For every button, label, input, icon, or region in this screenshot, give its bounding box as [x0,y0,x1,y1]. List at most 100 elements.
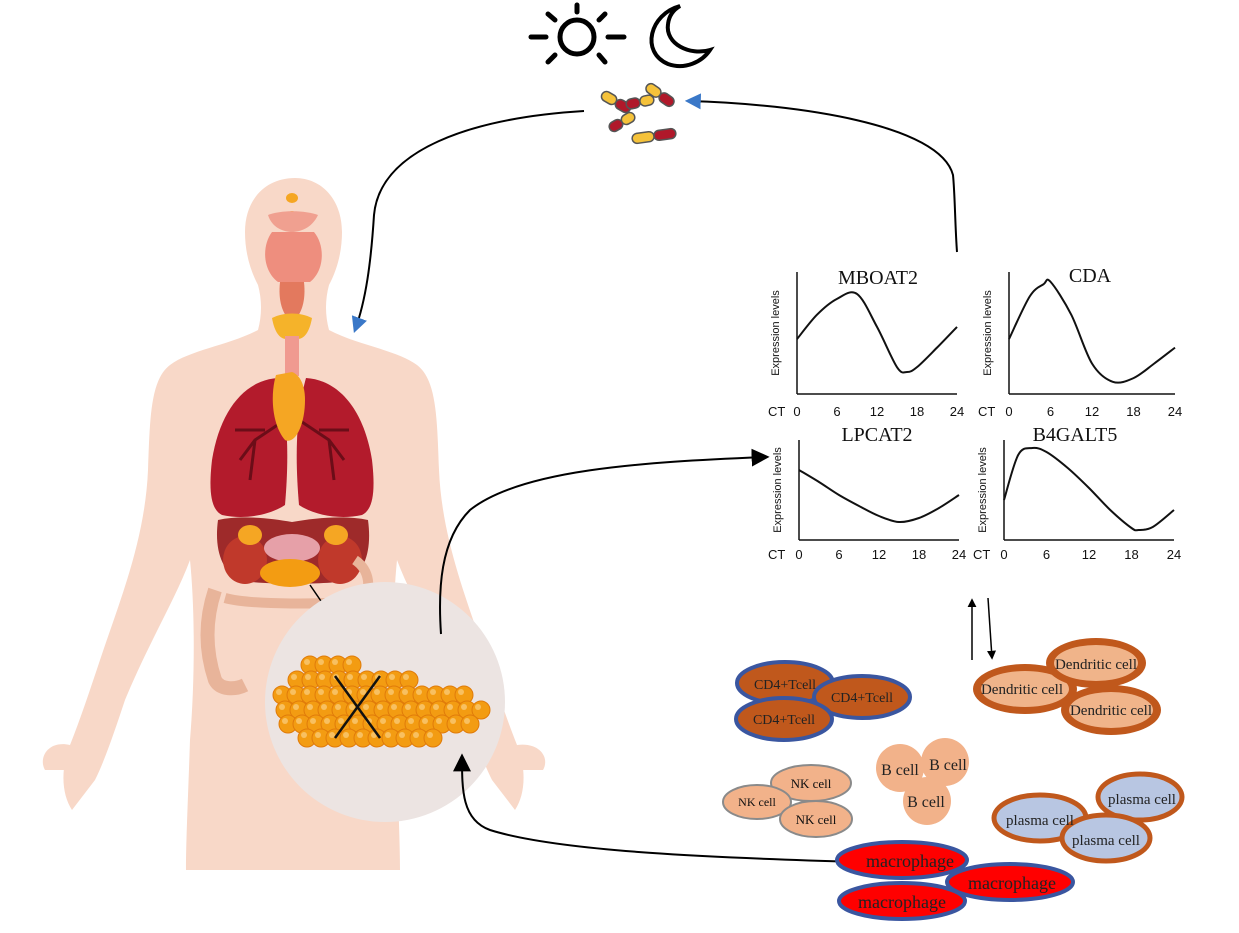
pancreas-lobule-highlight [293,704,299,710]
pancreas-lobule-highlight [329,732,335,738]
plasma-cell-label: plasma cell [1108,792,1176,808]
cd4-tcell-label: CD4+Tcell [831,691,893,706]
pancreas-lobule-highlight [343,732,349,738]
b-cell-label: B cell [907,794,945,811]
pancreas-lobule [423,728,443,748]
nk-cell-cluster: NK cell NK cell NK cell [722,764,853,838]
arrow-down-to-cells [987,597,997,660]
pancreas-lobule-highlight [347,674,353,680]
chart-title: LPCAT2 [841,424,912,446]
x-tick-label: 24 [1168,404,1182,419]
plasma-cell-cluster: plasma cell plasma cell plasma cell [991,771,1185,864]
x-tick-label: 6 [1043,547,1050,562]
expression-curve [1003,446,1175,532]
x-tick-label: 24 [950,404,964,419]
nk-cell-label: NK cell [796,812,837,827]
pancreas-lobule-highlight [399,732,405,738]
x-tick-label: 12 [870,404,884,419]
pancreas-lobule-highlight [276,689,282,695]
pancreas-lobule-highlight [405,704,411,710]
dendritic-cell-label: Dendritic cell [981,682,1063,698]
pancreas-lobule-highlight [291,674,297,680]
pancreas-lobule-highlight [361,674,367,680]
nk-cell-label: NK cell [791,776,832,791]
pancreas-lobule-highlight [304,689,310,695]
pancreas-lobule-highlight [296,718,302,724]
pancreas-lobule-highlight [318,659,324,665]
lungs [210,372,374,517]
pancreas-icon [272,655,491,748]
x-axis-label: CT [768,404,785,419]
dendritic-cell-cluster: Dendritic cell Dendritic cell Dendritic … [973,638,1161,735]
arrow-pills-to-body [351,110,585,334]
cd4-tcell-label: CD4+Tcell [753,713,815,728]
expression-curve [798,469,960,524]
pancreas-lobule-highlight [394,718,400,724]
x-tick-label: 18 [1126,404,1140,419]
cd4-tcell-label: CD4+Tcell [754,678,816,693]
pancreas-lobule-highlight [305,674,311,680]
pancreas-lobule-highlight [461,704,467,710]
chart-title: CDA [1069,265,1112,287]
x-tick-label: 0 [1000,547,1007,562]
y-axis-label: Expression levels [772,447,784,533]
expression-curve [796,291,958,374]
pancreas-lobule-highlight [321,704,327,710]
x-tick-label: 18 [1124,547,1138,562]
expression-curve [1008,278,1176,384]
pancreas-lobule-highlight [338,718,344,724]
pancreas-lobule-highlight [444,689,450,695]
arrow-immune-to-pancreas [453,753,861,863]
pancreas-lobule-highlight [301,732,307,738]
dendritic-cell-label: Dendritic cell [1070,703,1152,719]
pancreas-lobule-highlight [403,674,409,680]
macrophage-cluster: macrophage macrophage macrophage [835,840,1075,921]
x-tick-label: 24 [952,547,966,562]
head-organs [265,193,322,322]
x-tick-label: 18 [912,547,926,562]
pancreas-lobule-highlight [374,689,380,695]
inhibition-x-mark [333,675,382,739]
macrophage-label: macrophage [858,892,946,912]
pancreas-lobule-highlight [346,659,352,665]
arrow-pancreas-to-charts [439,448,770,635]
pancreas-lobule-highlight [436,718,442,724]
pancreas-lobule-highlight [324,718,330,724]
pancreas-lobule-highlight [290,689,296,695]
pancreas-lobule-highlight [419,704,425,710]
pancreas-lobule-highlight [389,674,395,680]
pancreas-lobule-highlight [450,718,456,724]
pancreas-lobule-highlight [458,689,464,695]
pancreas-lobule-highlight [408,718,414,724]
x-tick-label: 6 [835,547,842,562]
moon-icon [649,4,715,69]
macrophage-label: macrophage [866,851,954,871]
pancreas-lobule-highlight [427,732,433,738]
y-axis-label: Expression levels [982,290,994,376]
chart-title: B4GALT5 [1033,424,1118,446]
x-tick-label: 12 [1085,404,1099,419]
arrow-charts-to-pills [684,93,958,253]
thyroid [272,313,312,376]
cd4-tcell-cluster: CD4+Tcell CD4+Tcell CD4+Tcell [734,660,912,742]
x-tick-label: 24 [1167,547,1181,562]
pancreas-lobule-highlight [307,704,313,710]
pancreas-lobule-highlight [335,704,341,710]
pancreas-lobule-highlight [352,718,358,724]
pancreas-lobule-highlight [430,689,436,695]
chart-title: MBOAT2 [838,267,918,289]
pancreas-lobule-highlight [447,704,453,710]
pancreas-lobule-highlight [332,659,338,665]
x-tick-label: 6 [833,404,840,419]
x-tick-label: 18 [910,404,924,419]
pancreas-lobule-highlight [416,689,422,695]
nk-cell-label: NK cell [738,795,776,809]
pancreas-lobule-highlight [360,689,366,695]
x-axis-label: CT [973,547,990,562]
y-axis-label: Expression levels [977,447,989,533]
x-axis-label: CT [768,547,785,562]
pancreas-lobule-highlight [413,732,419,738]
pancreas-lobule-highlight [319,674,325,680]
